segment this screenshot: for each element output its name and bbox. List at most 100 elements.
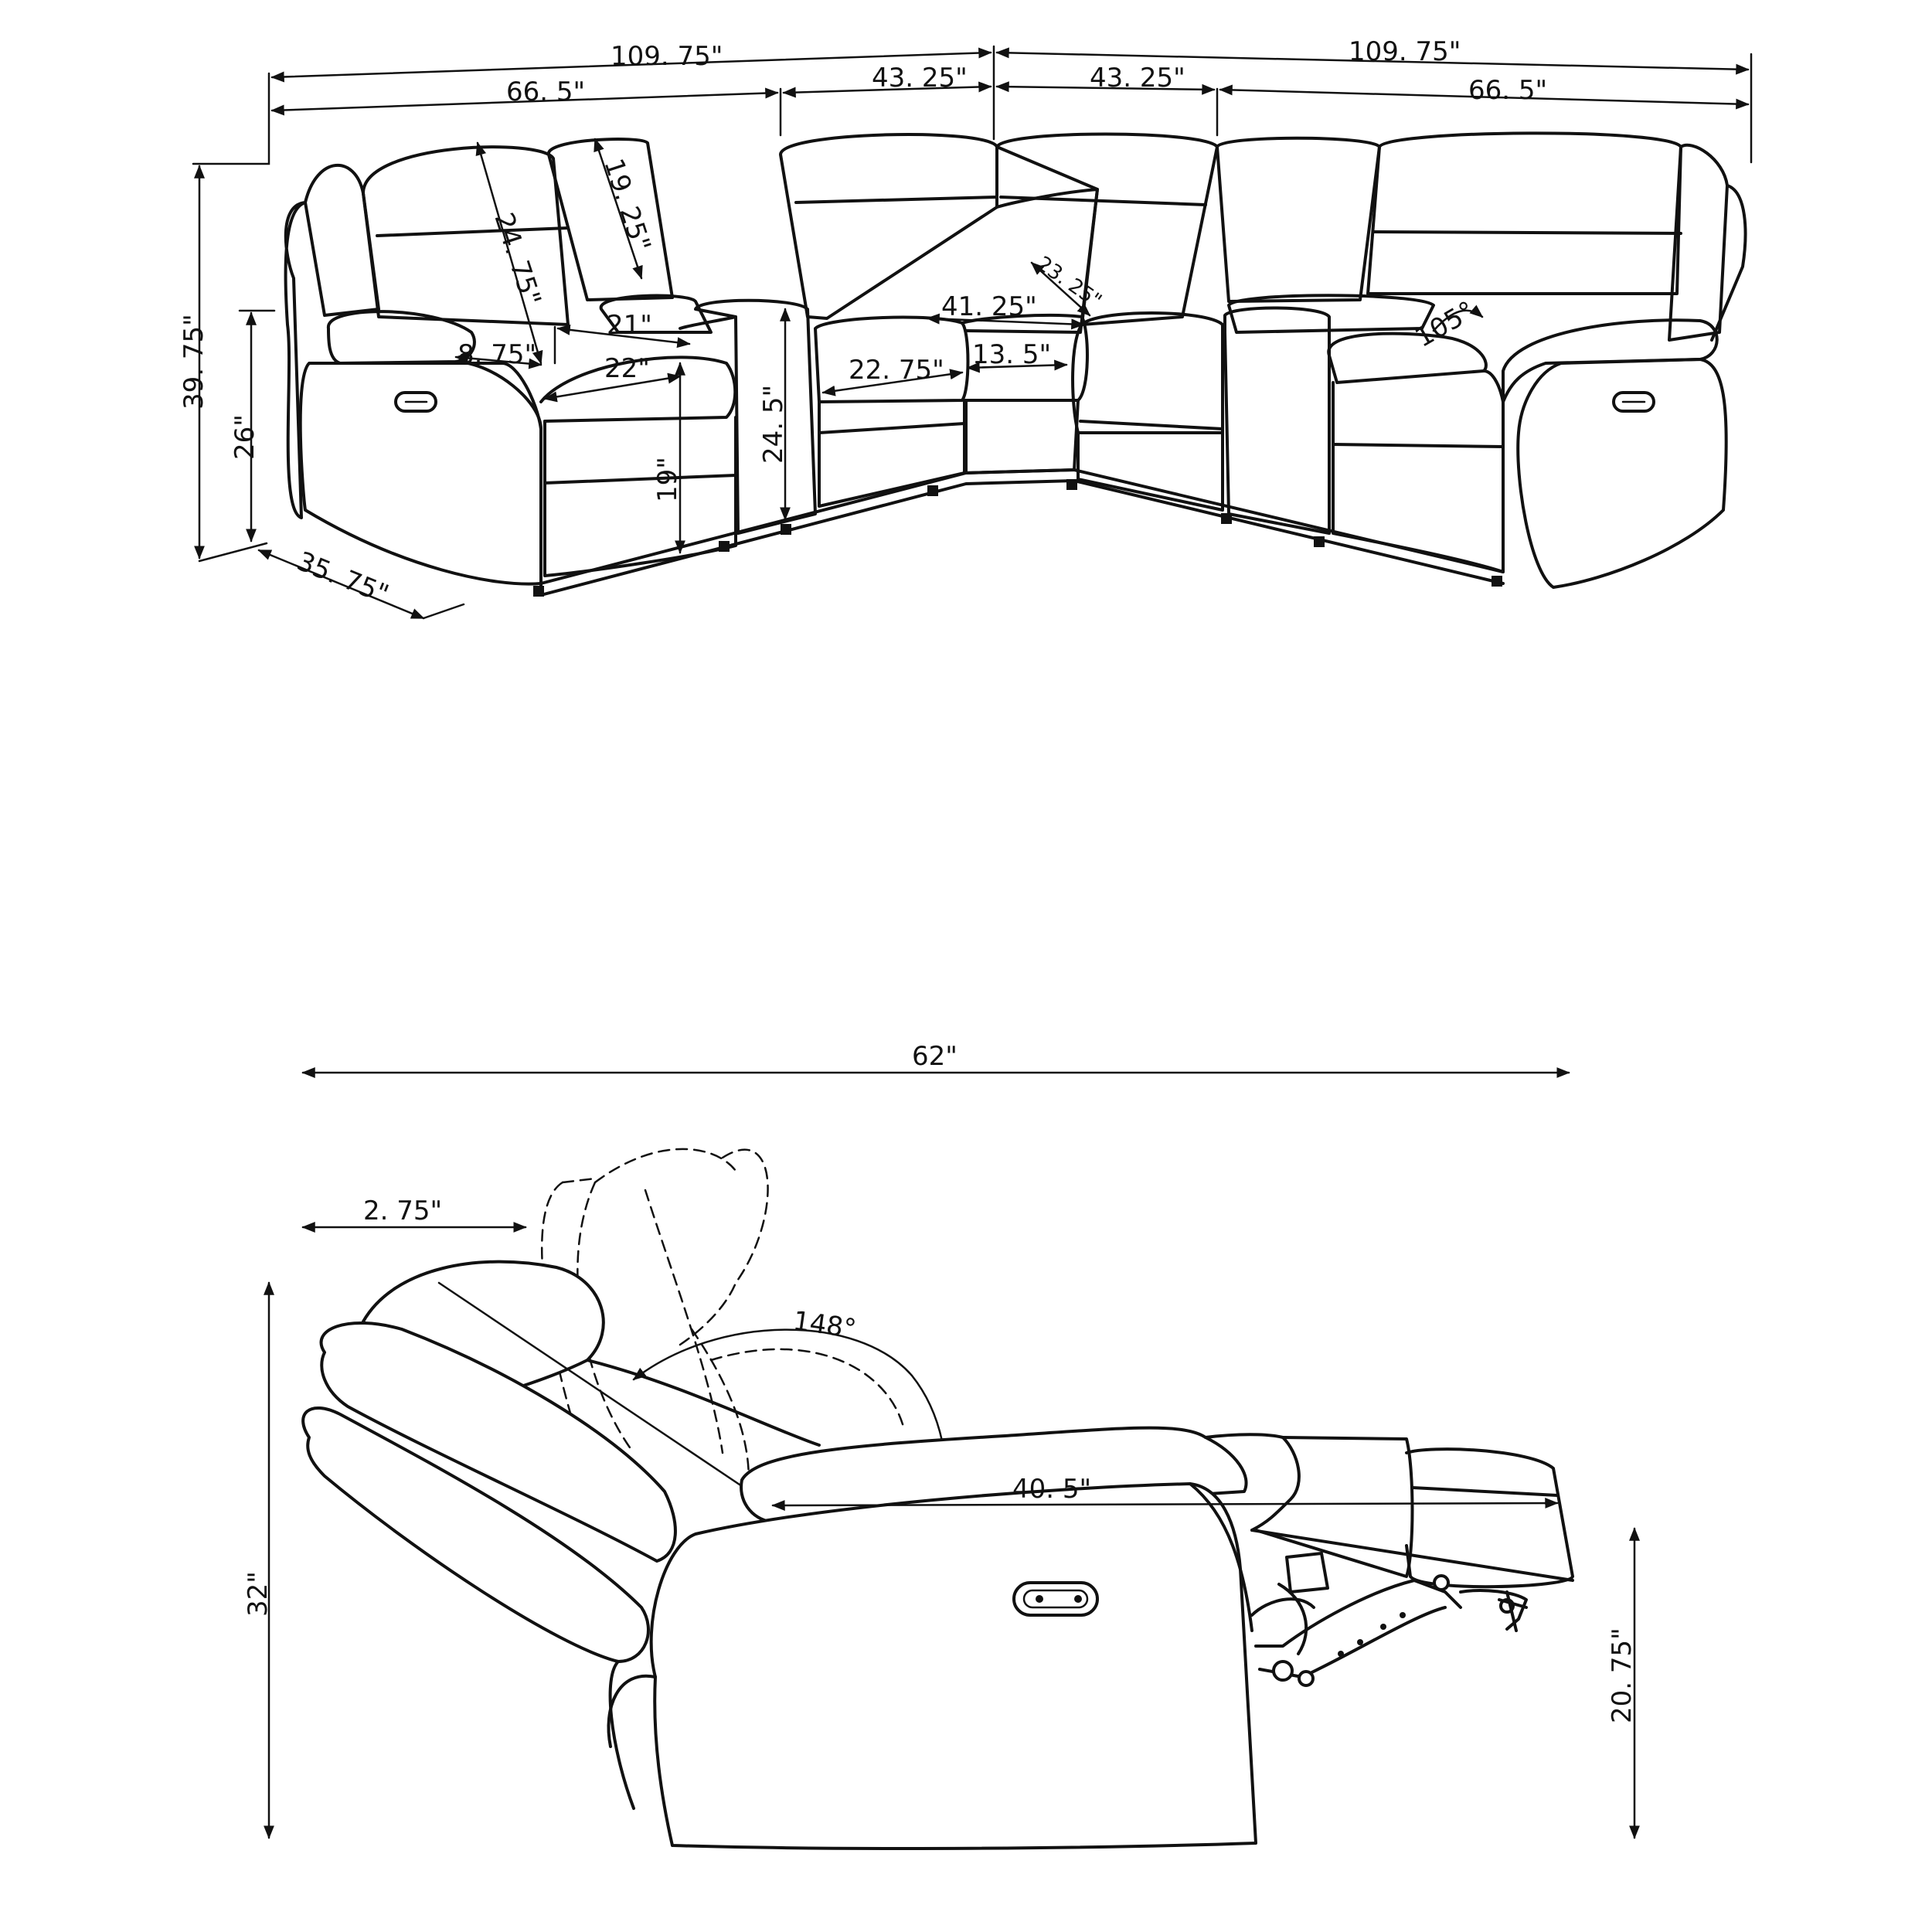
dim-line-wedge-back-width xyxy=(926,313,1085,330)
mechanism-pivot xyxy=(1298,1670,1315,1687)
seat-front-cushion xyxy=(1204,1433,1301,1532)
label-wedge-back-width: 41. 25" xyxy=(941,291,1037,322)
label-left-middle-width: 43. 25" xyxy=(872,63,968,94)
label-seat-depth: 22" xyxy=(604,353,650,384)
label-arm-width: 8. 75" xyxy=(457,339,536,370)
footrest-underside xyxy=(1250,1529,1574,1582)
sectional-plinth xyxy=(539,479,1505,597)
label-left-section-width: 66. 5" xyxy=(506,77,585,107)
label-console-height: 24. 5" xyxy=(758,385,789,464)
foot xyxy=(1492,576,1502,587)
left-outer-arm-front xyxy=(298,362,543,586)
sectional-sofa-drawing: 109. 75" 109. 75" 66. 5" 43. 25" 43. 25"… xyxy=(179,36,1753,620)
left-arm-curve xyxy=(454,360,543,589)
label-seat-height: 19" xyxy=(652,457,683,502)
right-armless-back-seam xyxy=(999,196,1207,206)
foot xyxy=(1221,513,1232,524)
label-back-height: 24. 75" xyxy=(488,209,546,309)
label-right-section-width: 66. 5" xyxy=(1468,75,1547,106)
right-power-button-icon xyxy=(1612,391,1655,413)
power-button-dot xyxy=(1074,1595,1082,1603)
right-console-lid xyxy=(1227,294,1435,334)
mechanism-cross-link xyxy=(1498,1590,1528,1632)
label-right-middle-width: 43. 25" xyxy=(1090,63,1185,94)
mechanism-pivot xyxy=(1433,1574,1450,1591)
sectional-base-line xyxy=(539,468,1505,585)
power-button-dot xyxy=(1036,1595,1043,1603)
mechanism-rivet xyxy=(1380,1624,1386,1630)
dim-line-left-middle xyxy=(782,81,992,98)
dim-arc-recline-angle xyxy=(1432,304,1484,332)
leg-rest-middle xyxy=(1254,1436,1414,1578)
label-seat-width: 21" xyxy=(607,310,652,341)
right-outer-arm-top xyxy=(1502,318,1719,403)
dim-line-right-middle xyxy=(995,81,1216,95)
right-power-recliner xyxy=(1327,131,1747,589)
upright-back-rear-2 xyxy=(690,1328,750,1509)
dim-line-seat-length xyxy=(771,1498,1559,1511)
left-outer-arm-top xyxy=(327,310,476,365)
mechanism-rivet xyxy=(1357,1639,1363,1645)
upright-headrest-outline xyxy=(679,1148,769,1346)
recliner-body xyxy=(607,1426,1257,1850)
right-console-armrest xyxy=(1223,306,1331,535)
recliner-rear-leg xyxy=(608,1660,635,1810)
dim-line-arm-width xyxy=(454,352,543,369)
sectional-feet xyxy=(533,479,1502,597)
upright-top-link xyxy=(561,1177,597,1184)
left-armless-seam xyxy=(818,422,966,434)
right-recliner-headrest xyxy=(1366,131,1682,295)
right-armless-seat-front xyxy=(1077,431,1224,512)
dim-line-wedge-diag xyxy=(1030,261,1091,317)
label-armless-seat-width: 22. 75" xyxy=(849,355,944,386)
mechanism-rivet xyxy=(1400,1612,1406,1618)
right-armless-seat xyxy=(1071,311,1224,434)
label-recline-angle: 148° xyxy=(791,1305,859,1345)
base-reference-line xyxy=(198,542,268,563)
dim-line-left-section xyxy=(270,87,779,116)
dim-line-headrest-height xyxy=(594,138,643,280)
left-recliner-headrest xyxy=(362,145,570,326)
depth-reference-line xyxy=(422,603,465,620)
dim-line-right-section xyxy=(1219,84,1750,110)
left-headrest-seam xyxy=(376,226,570,237)
reclined-headrest-pillow xyxy=(319,1321,677,1563)
dim-line-depth xyxy=(257,549,425,620)
label-headrest-height: 19. 25" xyxy=(597,155,656,255)
label-footrest-height: 20. 75" xyxy=(1607,1628,1638,1723)
footrest-seam xyxy=(1411,1486,1559,1497)
right-outer-back-panel xyxy=(1710,184,1747,342)
mechanism-link-lower xyxy=(1258,1606,1447,1679)
label-wall-clearance: 2. 75" xyxy=(363,1196,442,1226)
footrest-bracket xyxy=(1285,1552,1329,1594)
left-seat-front-seam xyxy=(543,474,737,485)
mechanism-rivet xyxy=(1338,1651,1344,1657)
recline-arc-ghost xyxy=(709,1348,906,1431)
dim-line-seat-depth xyxy=(543,372,682,403)
foot xyxy=(719,541,730,552)
left-reference-line xyxy=(192,72,270,165)
foot xyxy=(1314,536,1325,547)
dim-line-seat-width xyxy=(556,324,691,349)
label-overall-height: 39. 75" xyxy=(179,314,209,410)
dim-line-total-right xyxy=(995,47,1750,75)
recliner-side-view-drawing: 62" 2. 75" 32" 20. 75" xyxy=(243,1041,1640,1850)
dim-line-wedge-seat xyxy=(966,359,1068,373)
foot xyxy=(1066,479,1077,490)
recliner-power-button-icon xyxy=(1012,1581,1099,1617)
recliner-power-button-inner xyxy=(1022,1589,1089,1609)
reclined-backrest: 148° xyxy=(301,1260,952,1663)
right-recliner-seat-front xyxy=(1332,369,1505,573)
upright-back-rear xyxy=(644,1189,724,1454)
label-depth: 35. 75" xyxy=(293,546,393,610)
label-wedge-seat-width: 13. 5" xyxy=(972,339,1051,370)
foot xyxy=(533,586,544,597)
label-total-left-width: 109. 75" xyxy=(611,41,723,72)
label-reclined-length: 62" xyxy=(912,1041,957,1072)
mechanism-link-upper xyxy=(1254,1579,1462,1648)
recliner-arm-front-curve xyxy=(1189,1482,1253,1632)
label-height: 32" xyxy=(243,1571,274,1617)
left-outer-back-panel xyxy=(284,201,307,519)
left-armless-back-seam xyxy=(794,196,998,204)
